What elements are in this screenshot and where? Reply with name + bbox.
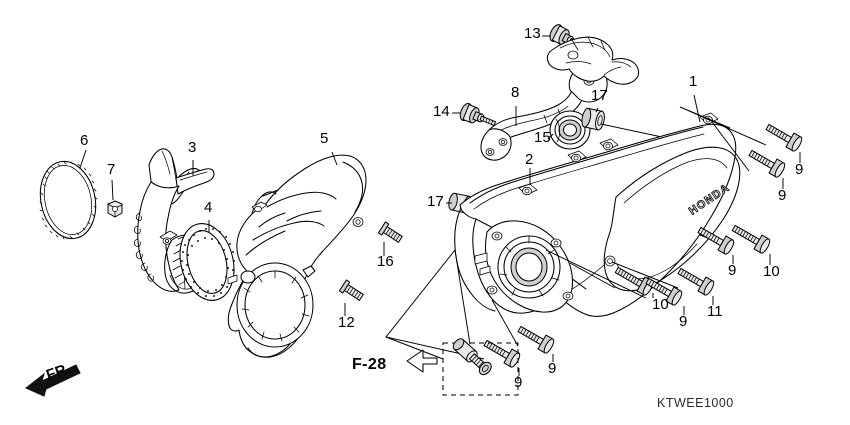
- callout-9-b: 9: [778, 187, 787, 204]
- callout-6: 6: [80, 132, 89, 149]
- part-flange-bolt-9b: [711, 121, 786, 189]
- part-flange-bolt-9c: [697, 226, 735, 264]
- callout-16: 16: [377, 253, 394, 270]
- callout-2: 2: [525, 151, 534, 168]
- callout-7: 7: [107, 161, 116, 178]
- part-flange-bolt-9e: [491, 299, 555, 362]
- part-flange-bolt-11: [611, 261, 715, 305]
- part-flange-bolt-10a: [699, 224, 771, 265]
- callout-9-c: 9: [728, 262, 737, 279]
- part-flange-bolt-9d: [545, 249, 685, 315]
- part-ball-bearing: [547, 110, 591, 150]
- callout-5: 5: [320, 130, 329, 147]
- callout-10-b: 10: [652, 296, 669, 313]
- part-kick-starter-arm: [480, 36, 640, 161]
- callout-15: 15: [534, 129, 551, 146]
- front-direction-arrow: [25, 364, 81, 397]
- callout-13: 13: [524, 25, 541, 42]
- callout-11: 11: [707, 303, 723, 320]
- callout-9-f: 9: [514, 374, 523, 391]
- part-screw-16: [377, 221, 403, 256]
- part-air-guide-bracket: [133, 148, 215, 294]
- part-fan-cover-shroud: [227, 151, 367, 358]
- callout-4: 4: [204, 199, 213, 216]
- callout-17-a: 17: [591, 87, 608, 104]
- part-screw-12: [338, 279, 364, 316]
- callout-12: 12: [338, 314, 355, 331]
- diagram-part-number: KTWEE1000: [657, 396, 734, 410]
- callout-9-d: 9: [679, 313, 688, 330]
- part-grommet-nut: [107, 179, 123, 218]
- crankcase-boss: [474, 220, 574, 313]
- callout-9-e: 9: [548, 360, 557, 377]
- callout-8: 8: [511, 84, 520, 101]
- part-pivot-bolt-14: [452, 102, 496, 126]
- part-collar-17a: [581, 107, 691, 144]
- reference-label-f28: F-28: [352, 356, 387, 373]
- callout-9-a: 9: [795, 161, 804, 178]
- callout-1: 1: [689, 73, 698, 90]
- callout-17-b: 17: [427, 193, 444, 210]
- callout-14: 14: [433, 103, 450, 120]
- part-fan-ring: [179, 220, 235, 301]
- f28-detail-box: [385, 249, 519, 396]
- callout-3: 3: [188, 139, 197, 156]
- part-flange-bolt-9f: [385, 249, 521, 376]
- callout-10-a: 10: [763, 263, 780, 280]
- part-o-ring-gasket: [39, 149, 98, 240]
- part-left-crankcase-cover: HONDA: [454, 94, 741, 317]
- part-flange-bolt-9a: [679, 106, 803, 163]
